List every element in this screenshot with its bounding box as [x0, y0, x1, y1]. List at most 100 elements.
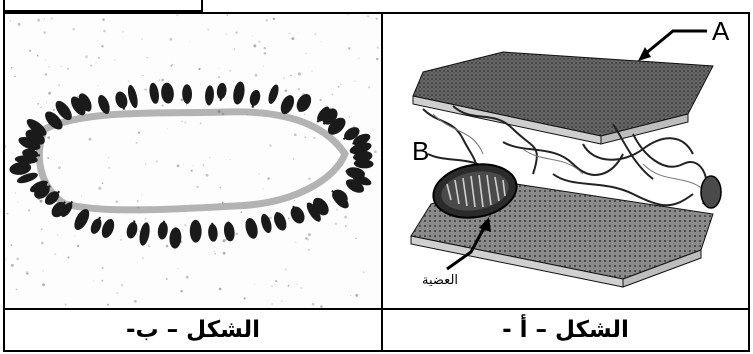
speckle — [298, 88, 300, 90]
speckle — [14, 76, 15, 77]
speckle — [138, 132, 140, 134]
speckle — [142, 75, 143, 76]
speckle — [374, 150, 377, 153]
speckle — [332, 94, 334, 96]
speckle — [196, 186, 198, 188]
speckle — [45, 60, 46, 61]
speckle — [355, 238, 357, 240]
speckle — [354, 81, 355, 82]
speckle — [203, 165, 204, 166]
speckle — [177, 165, 180, 168]
speckle — [198, 68, 200, 70]
speckle — [271, 303, 273, 305]
speckle — [107, 304, 109, 306]
speckle — [145, 164, 146, 165]
speckle — [269, 144, 271, 146]
chromatid-stalk — [20, 167, 30, 168]
speckle — [42, 283, 45, 286]
speckle — [96, 62, 97, 63]
speckle — [273, 18, 276, 21]
speckle — [37, 19, 40, 22]
speckle — [43, 270, 44, 271]
speckle — [183, 164, 184, 165]
speckle — [98, 57, 100, 59]
speckle — [170, 65, 172, 67]
speckle — [350, 295, 351, 296]
figure-b-caption: الشكل – ب- — [5, 310, 381, 350]
speckle — [142, 257, 144, 259]
speckle — [308, 233, 311, 236]
speckle — [335, 223, 337, 225]
speckle — [44, 18, 45, 19]
speckle — [85, 55, 88, 58]
speckle — [167, 128, 168, 129]
speckle — [98, 187, 101, 190]
speckle — [166, 245, 169, 248]
speckle — [121, 284, 124, 287]
speckle — [90, 65, 92, 67]
speckle — [265, 19, 268, 22]
speckle — [74, 235, 75, 236]
speckle — [295, 242, 296, 243]
speckle — [298, 72, 301, 75]
speckle — [46, 102, 47, 103]
speckle — [312, 303, 315, 306]
chromatid-stalk — [209, 95, 210, 105]
speckle — [186, 276, 189, 279]
speckle — [50, 109, 51, 110]
speckle — [235, 31, 237, 33]
speckle — [136, 142, 138, 144]
speckle — [141, 38, 143, 40]
speckle — [186, 104, 187, 105]
speckle — [77, 96, 78, 97]
speckle — [53, 109, 55, 111]
speckle — [16, 257, 19, 260]
speckle — [338, 86, 340, 88]
speckle — [214, 253, 216, 255]
speckle — [322, 96, 323, 97]
speckle — [284, 78, 285, 79]
speckle — [348, 47, 350, 49]
speckle — [298, 32, 299, 33]
speckle — [336, 209, 338, 211]
speckle — [219, 282, 220, 283]
speckle — [218, 76, 220, 78]
speckle — [18, 23, 21, 26]
chromatid-stalk — [168, 93, 169, 103]
speckle — [241, 212, 243, 214]
speckle — [47, 157, 49, 159]
speckle — [7, 213, 8, 214]
speckle — [114, 59, 115, 60]
speckle — [47, 136, 50, 139]
speckle — [62, 164, 63, 165]
speckle — [308, 177, 311, 180]
speckle — [294, 200, 295, 201]
label-A: A — [712, 16, 729, 47]
speckle — [58, 166, 61, 169]
speckle — [269, 217, 272, 220]
chromatid-stalk — [228, 222, 229, 232]
speckle — [146, 89, 148, 91]
speckle — [275, 280, 277, 282]
speckle — [102, 280, 104, 282]
speckle — [11, 264, 14, 267]
speckle — [45, 73, 47, 75]
speckle — [376, 18, 378, 20]
speckle — [108, 167, 110, 169]
speckle — [289, 33, 291, 35]
speckle — [98, 85, 99, 86]
speckle — [67, 68, 69, 70]
speckle — [259, 173, 260, 174]
speckle — [116, 201, 118, 203]
speckle — [48, 66, 50, 68]
speckle — [254, 284, 255, 285]
speckle — [209, 157, 210, 158]
speckle — [43, 31, 46, 34]
speckle — [48, 92, 51, 95]
speckle — [61, 66, 62, 67]
organelle-label: العضية — [422, 273, 458, 288]
speckle — [48, 144, 49, 145]
speckle — [40, 107, 41, 108]
speckle — [200, 84, 201, 85]
speckle — [37, 103, 39, 105]
